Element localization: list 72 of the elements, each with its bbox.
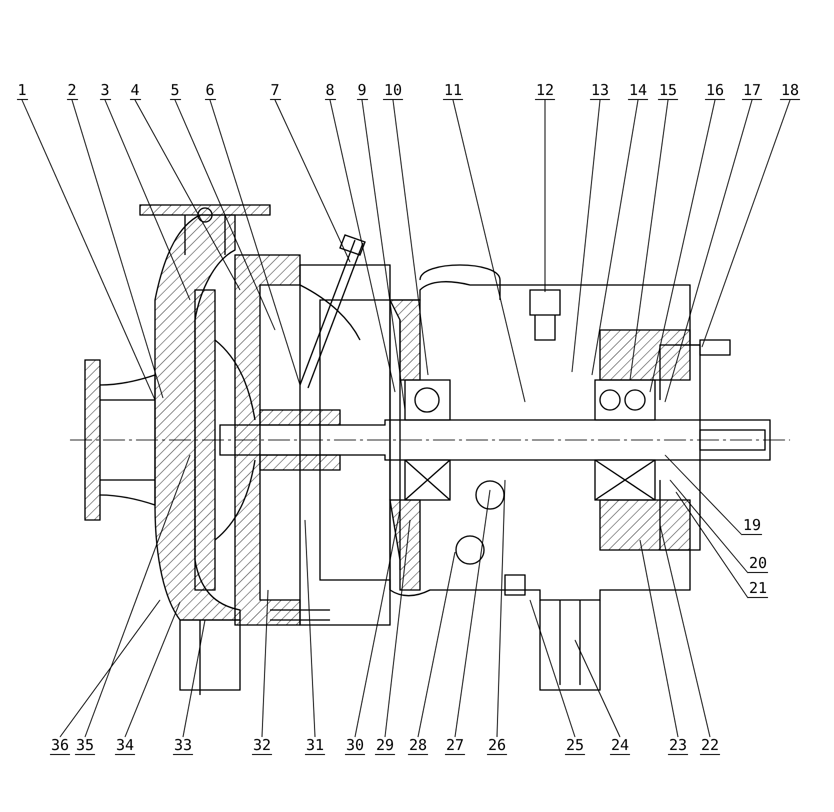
- leader-line: [664, 454, 742, 536]
- callout-number: 17: [742, 82, 762, 100]
- callout-number: 31: [305, 737, 326, 755]
- leader-line: [72, 100, 164, 398]
- leader-line: [262, 590, 268, 738]
- leader-line: [544, 100, 546, 292]
- callout-number: 18: [780, 82, 800, 100]
- leader-line: [182, 620, 206, 738]
- leader-line: [84, 454, 190, 738]
- leader-line: [670, 480, 748, 574]
- callout-number: 14: [628, 82, 648, 100]
- callout-number: 19: [742, 517, 762, 535]
- callout-number: 8: [324, 82, 336, 100]
- callout-number: 13: [590, 82, 610, 100]
- callout-number: 4: [130, 82, 141, 100]
- callout-number: 21: [748, 580, 768, 598]
- leader-line: [640, 540, 678, 738]
- leader-line: [496, 480, 506, 738]
- leader-line: [454, 490, 490, 738]
- leader-line: [330, 100, 396, 392]
- callout-number: 11: [443, 82, 464, 100]
- callout-number: 30: [345, 737, 366, 755]
- leader-line: [354, 510, 400, 738]
- leader-line: [572, 100, 600, 372]
- leader-line: [418, 552, 456, 738]
- leader-line: [134, 100, 240, 290]
- leader-line: [304, 520, 316, 738]
- leader-line: [574, 640, 620, 738]
- callout-number: 6: [204, 82, 216, 100]
- callout-number: 2: [66, 82, 78, 100]
- callout-number: 10: [383, 82, 404, 100]
- callout-number: 24: [610, 737, 630, 755]
- leader-line: [174, 100, 276, 330]
- callout-number: 3: [100, 82, 111, 100]
- callout-number: 16: [705, 82, 726, 100]
- callout-number: 1: [16, 82, 28, 100]
- leader-line: [124, 602, 180, 738]
- callout-number: 27: [445, 737, 466, 755]
- callout-number: 5: [170, 82, 181, 100]
- callout-number: 32: [252, 737, 272, 755]
- leader-line: [630, 100, 668, 380]
- leader-line: [530, 600, 576, 738]
- callout-number: 12: [535, 82, 556, 100]
- callout-number: 22: [700, 737, 720, 755]
- callout-number: 34: [115, 737, 136, 755]
- leader-line: [60, 600, 160, 738]
- callout-number: 29: [375, 737, 396, 755]
- leader-line: [452, 100, 526, 402]
- leader-line: [702, 100, 790, 348]
- leader-line: [660, 524, 710, 738]
- callout-number: 25: [565, 737, 586, 755]
- leader-line: [650, 100, 716, 392]
- callout-number: 15: [658, 82, 678, 100]
- callout-number: 20: [748, 555, 768, 573]
- callout-number: 35: [75, 737, 96, 755]
- leader-line: [104, 100, 190, 300]
- callout-number: 23: [668, 737, 688, 755]
- callout-number: 33: [173, 737, 194, 755]
- leader-line: [22, 100, 156, 400]
- leader-line: [210, 100, 300, 386]
- callout-number: 36: [50, 737, 70, 755]
- leader-line: [664, 100, 752, 402]
- leader-line: [362, 100, 406, 410]
- leader-line: [274, 100, 350, 262]
- leader-line: [392, 100, 428, 376]
- callout-number: 7: [270, 82, 281, 100]
- leader-line: [676, 492, 748, 598]
- leader-line: [384, 520, 410, 738]
- callout-number: 28: [408, 737, 428, 755]
- callout-number: 9: [356, 82, 368, 100]
- callout-number: 26: [487, 737, 508, 755]
- leader-line: [592, 100, 638, 376]
